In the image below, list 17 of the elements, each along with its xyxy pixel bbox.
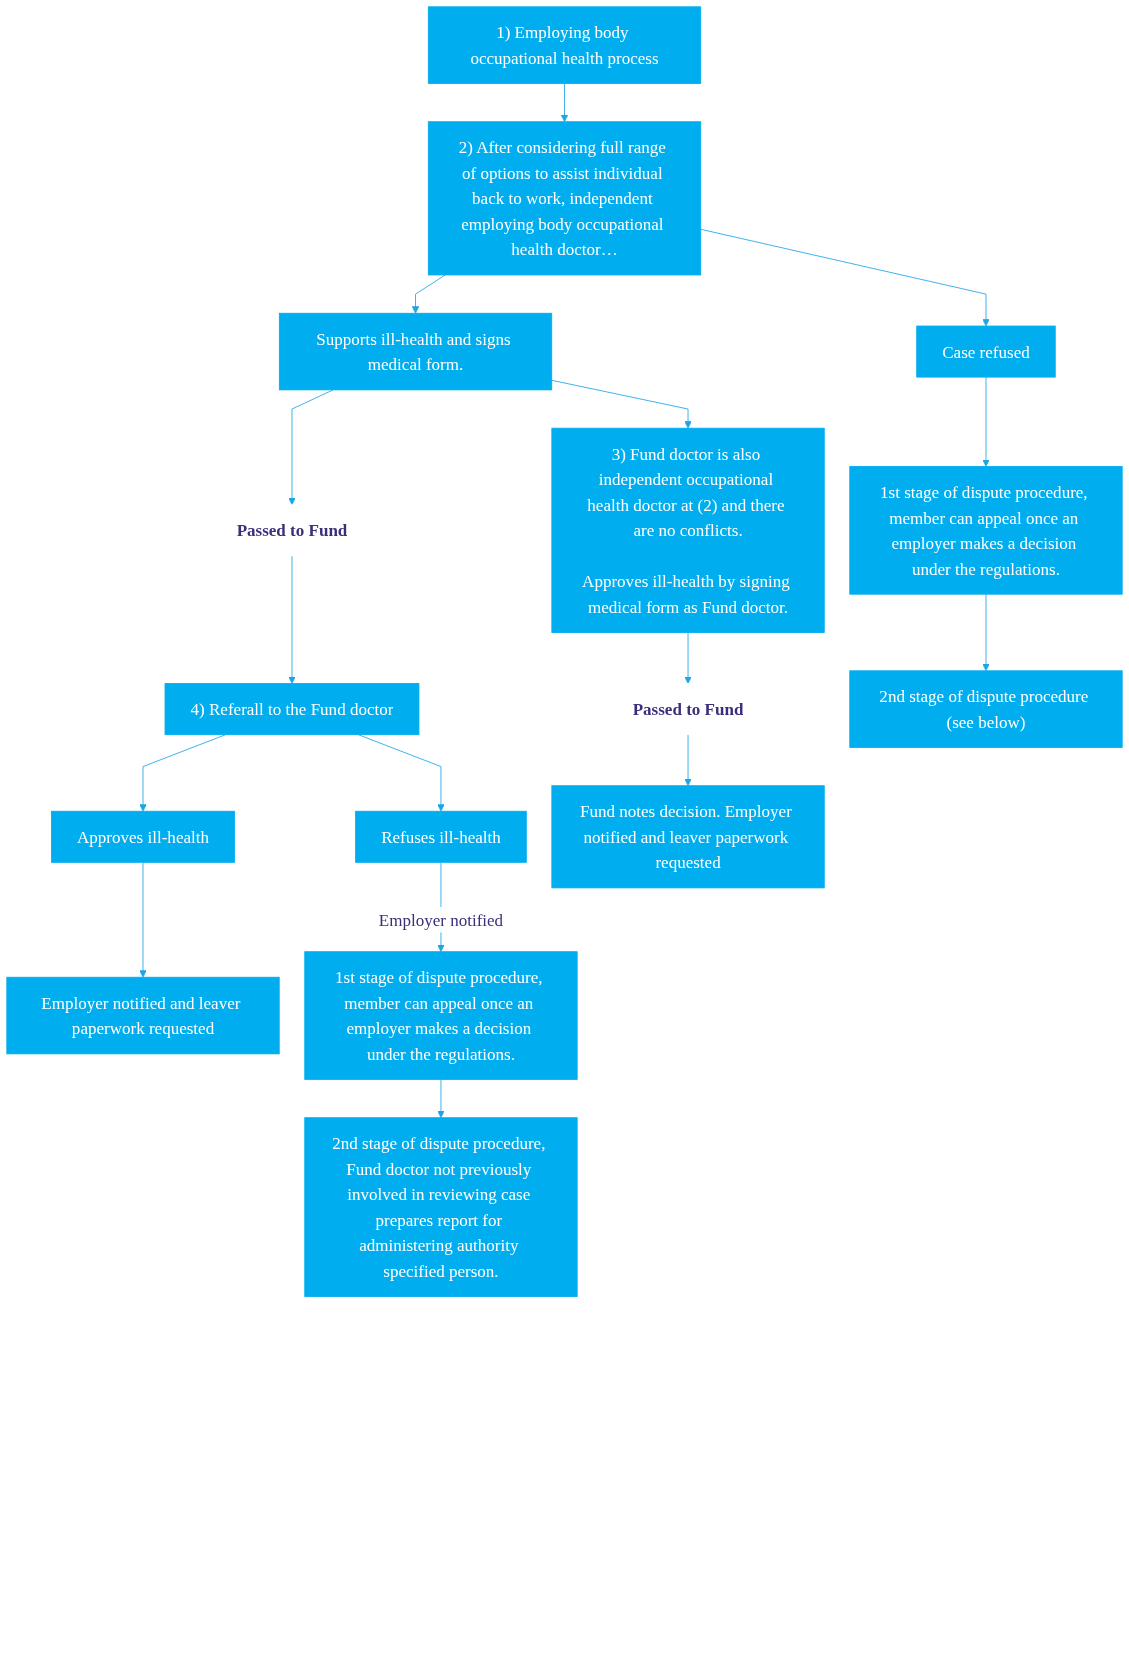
node-box: 2) After considering full range of options to assist individual back to work, independent employing body occupational health doctor… xyxy=(427,121,702,276)
node-box: Case refused xyxy=(916,325,1056,378)
node-text: Passed to Fund xyxy=(632,699,744,719)
node-text: Passed to Fund xyxy=(236,520,348,540)
node-box: 2nd stage of dispute procedure (see below) xyxy=(849,670,1123,748)
edge-label: Employer notified xyxy=(378,910,504,930)
node-box: 3) Fund doctor is also independent occupational health doctor at (2) and there are no conflicts. Approves ill-health by signing medical form as Fund doctor. xyxy=(551,427,825,633)
node-box: 1st stage of dispute procedure, member can appeal once an employer makes a decision under the regulations. xyxy=(304,951,578,1080)
node-box: Supports ill-health and signs medical form. xyxy=(278,312,553,391)
node-box: Fund notes decision. Employer notified and leaver paperwork requested xyxy=(551,785,825,889)
node-box: 1) Employing body occupational health process xyxy=(427,6,702,84)
node-box: Employer notified and leaver paperwork requested xyxy=(6,976,280,1055)
node-box: 2nd stage of dispute procedure, Fund doctor not previously involved in reviewing case prepares report for administering authority specified person. xyxy=(304,1117,578,1297)
node-box: 1st stage of dispute procedure, member can appeal once an employer makes a decision under the regulations. xyxy=(849,466,1123,595)
node-box: Refuses ill-health xyxy=(355,810,527,863)
node-box: Approves ill-health xyxy=(51,810,235,863)
node-box: 4) Referall to the Fund doctor xyxy=(164,683,420,736)
